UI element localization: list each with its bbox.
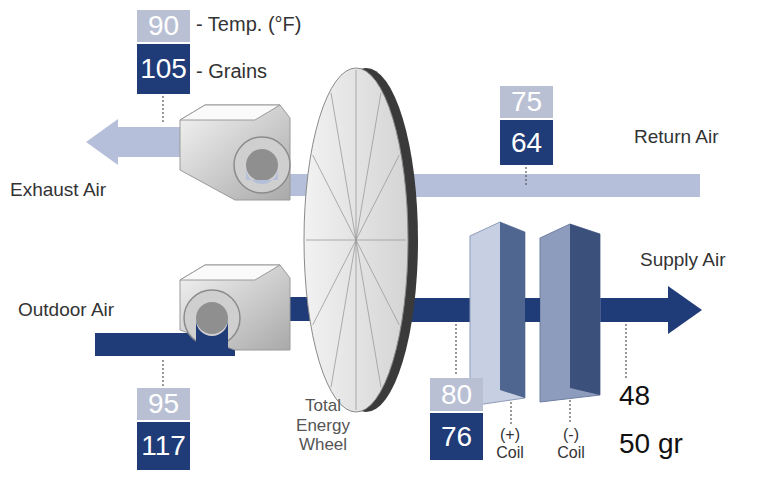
duct-between-coils [525,298,540,322]
wheel-spoke [306,240,356,241]
temperature-box: 95 [137,388,190,420]
grains-box: 105 [137,44,190,94]
airstream-label: Return Air [634,126,718,148]
wheel-spoke [356,70,357,240]
leader-lines [163,96,626,424]
heating-coil-side [500,222,525,398]
cooling-coil [540,224,600,402]
fan-top [180,265,280,280]
value-number: 64 [511,129,542,157]
airstream-label: Outdoor Air [18,299,114,321]
value-number: 90 [148,12,179,40]
value-number: 95 [148,390,179,418]
fan-inlet-duct [196,320,228,356]
wheel-face [304,68,408,412]
exhaust-arrow [86,119,190,165]
wheel-spokes [306,70,406,410]
wheel-spoke [356,240,399,325]
wheel-spoke [313,240,356,325]
wheel-spoke [356,93,381,240]
value-number: 76 [441,423,472,451]
outdoor-fan [180,265,290,356]
fan-top [180,105,280,120]
supply-arrow-head [668,286,702,334]
leader-line [162,360,163,386]
wheel-spoke [356,240,381,387]
value-number: 75 [511,88,542,116]
legend-note: - Grains [196,60,267,83]
part-name: Total Energy Wheel [280,396,366,455]
value-number: 105 [140,55,187,83]
cooling-coil-side [570,224,600,395]
temperature-box: 90 [137,10,190,42]
value-number: 117 [141,432,186,460]
supply-grains: 50 gr [619,428,683,460]
wheel-spoke [356,240,357,410]
fan-housing [180,105,290,200]
wheel-spoke [331,93,356,240]
airstream-label: Exhaust Air [10,179,106,201]
part-name: (+) Coil [488,426,532,463]
leader-line [525,167,526,186]
wheel-spoke [356,240,406,241]
temperature-box: 80 [430,378,483,411]
value-number: 80 [441,381,472,409]
wheel-spoke [356,155,399,240]
return-duct [390,174,700,197]
fan-inlet [246,149,278,181]
grains-box: 117 [137,422,190,470]
leader-line [455,324,456,376]
grains-box: 64 [500,120,553,165]
exhaust-fan [180,105,290,200]
fan-scroll [234,137,290,193]
legend-note: - Temp. (°F) [196,13,301,36]
airstream-label: Supply Air [640,249,726,271]
leader-line [569,400,570,424]
wheel-spoke [313,155,356,240]
leader-line [162,96,163,124]
fan-inlet-duct [246,168,278,184]
supply-temperature: 48 [619,380,650,412]
supply-duct [390,298,672,322]
grains-box: 76 [430,413,483,460]
part-name: (-) Coil [549,426,593,463]
fan-inlet [196,302,228,334]
temperature-box: 75 [500,86,553,118]
leader-line [625,324,626,378]
energy-wheel [304,68,418,412]
leader-line [510,402,511,424]
wheel-spoke [331,240,356,387]
